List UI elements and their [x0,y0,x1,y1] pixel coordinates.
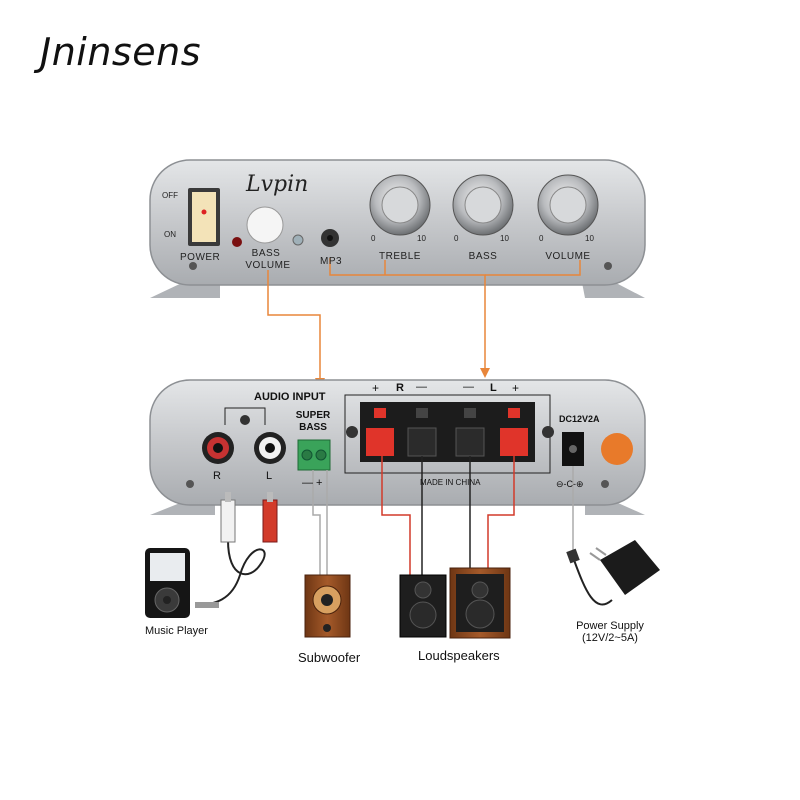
super-bass-polarity: — + [302,477,323,489]
wire-sub-minus [312,470,321,575]
audio-input-label: AUDIO INPUT [254,391,326,403]
terminal-hole-icon [464,408,476,418]
rear-panel [149,379,646,515]
brand-logo: Jninsens [40,30,201,74]
rca-plug-white [220,492,236,543]
bass-volume-label-2: VOLUME [245,260,291,271]
loudspeakers-caption: Loudspeakers [418,648,500,663]
rca-jack-l[interactable] [254,432,286,464]
volume-min: 0 [539,234,544,243]
speaker-terminal-r-minus[interactable] [407,427,437,457]
power-led-icon [232,237,242,247]
knob-treble[interactable] [369,174,431,236]
bass-label: BASS [468,251,498,262]
device-logo: Lvpin [246,172,309,197]
power-label: POWER [180,252,221,263]
music-player-caption: Music Player [145,625,208,637]
knob-bass[interactable] [452,174,514,236]
volume-max: 10 [585,234,594,243]
bass-max: 10 [500,234,509,243]
speaker-terminal-r-plus[interactable] [366,428,394,456]
terminal-hole-icon [416,408,428,418]
front-panel [149,159,646,298]
music-player [145,548,190,618]
terminal-l-label: L [490,382,497,394]
terminal-screw-icon [301,449,313,461]
power-adapter [566,540,660,595]
power-supply-caption-1: Power Supply [576,620,644,632]
terminal-hole-icon [374,408,386,418]
bass-volume-knob[interactable] [246,206,284,244]
loudspeaker-left [399,574,447,638]
screw-icon [240,415,250,425]
guide-lines [267,258,581,380]
rca-l-label: L [266,470,273,482]
bass-min: 0 [454,234,459,243]
terminal-screw-icon [315,449,327,461]
speaker-terminal-l-minus[interactable] [455,427,485,457]
terminal-r-minus-label: — [416,381,427,393]
screw-icon [542,426,554,438]
audio-input-bracket [224,407,266,425]
screw-icon [604,262,612,270]
rca-plug-red [262,492,278,543]
arrow-down-icon [480,368,490,378]
screw-icon [189,262,197,270]
screw-icon [346,426,358,438]
dc-polarity-label: ⊖-C-⊕ [556,479,584,489]
super-bass-label-1: SUPER [295,410,331,421]
switch-on-label: ON [164,230,176,239]
mp3-jack-hole [327,235,333,241]
wires [194,456,613,606]
subwoofer [304,574,351,638]
dc-label: DC12V2A [559,414,600,424]
knob-volume[interactable] [537,174,599,236]
wire-l-plus [487,456,515,570]
treble-min: 0 [371,234,376,243]
subwoofer-caption: Subwoofer [298,650,361,665]
bass-volume-label-1: BASS [251,248,281,259]
wire-r-plus [381,456,411,575]
dc-jack-pin [569,445,577,453]
treble-label: TREBLE [379,251,421,262]
rca-cable [194,539,266,606]
volume-label: VOLUME [545,251,591,262]
super-bass-label-2: BASS [299,422,327,433]
terminal-r-label: R [396,382,404,394]
mp3-label: MP3 [320,256,343,267]
screw-icon [601,480,609,488]
led-icon [292,234,304,246]
guide-line-tick [485,260,581,276]
guide-line-bass-volume [267,270,321,380]
terminal-r-plus-label: + [372,381,380,395]
power-supply-caption-2: (12V/2~5A) [582,632,638,644]
switch-off-label: OFF [162,191,178,200]
treble-max: 10 [417,234,426,243]
rca-r-label: R [213,470,221,482]
warranty-sticker-icon [601,433,633,465]
terminal-hole-icon [508,408,520,418]
terminal-l-plus-label: + [512,381,520,395]
adapter-cable [573,559,613,606]
made-in-label: MADE IN CHINA [420,478,481,487]
screw-icon [186,480,194,488]
terminal-l-minus-label: — [463,381,474,393]
loudspeaker-right [449,567,511,639]
audio-plug-icon [195,602,219,608]
rca-jack-r[interactable] [202,432,234,464]
speaker-terminal-l-plus[interactable] [500,428,528,456]
power-switch[interactable] [192,192,216,242]
power-indicator-icon [201,209,207,215]
guide-line-controls [329,258,486,370]
